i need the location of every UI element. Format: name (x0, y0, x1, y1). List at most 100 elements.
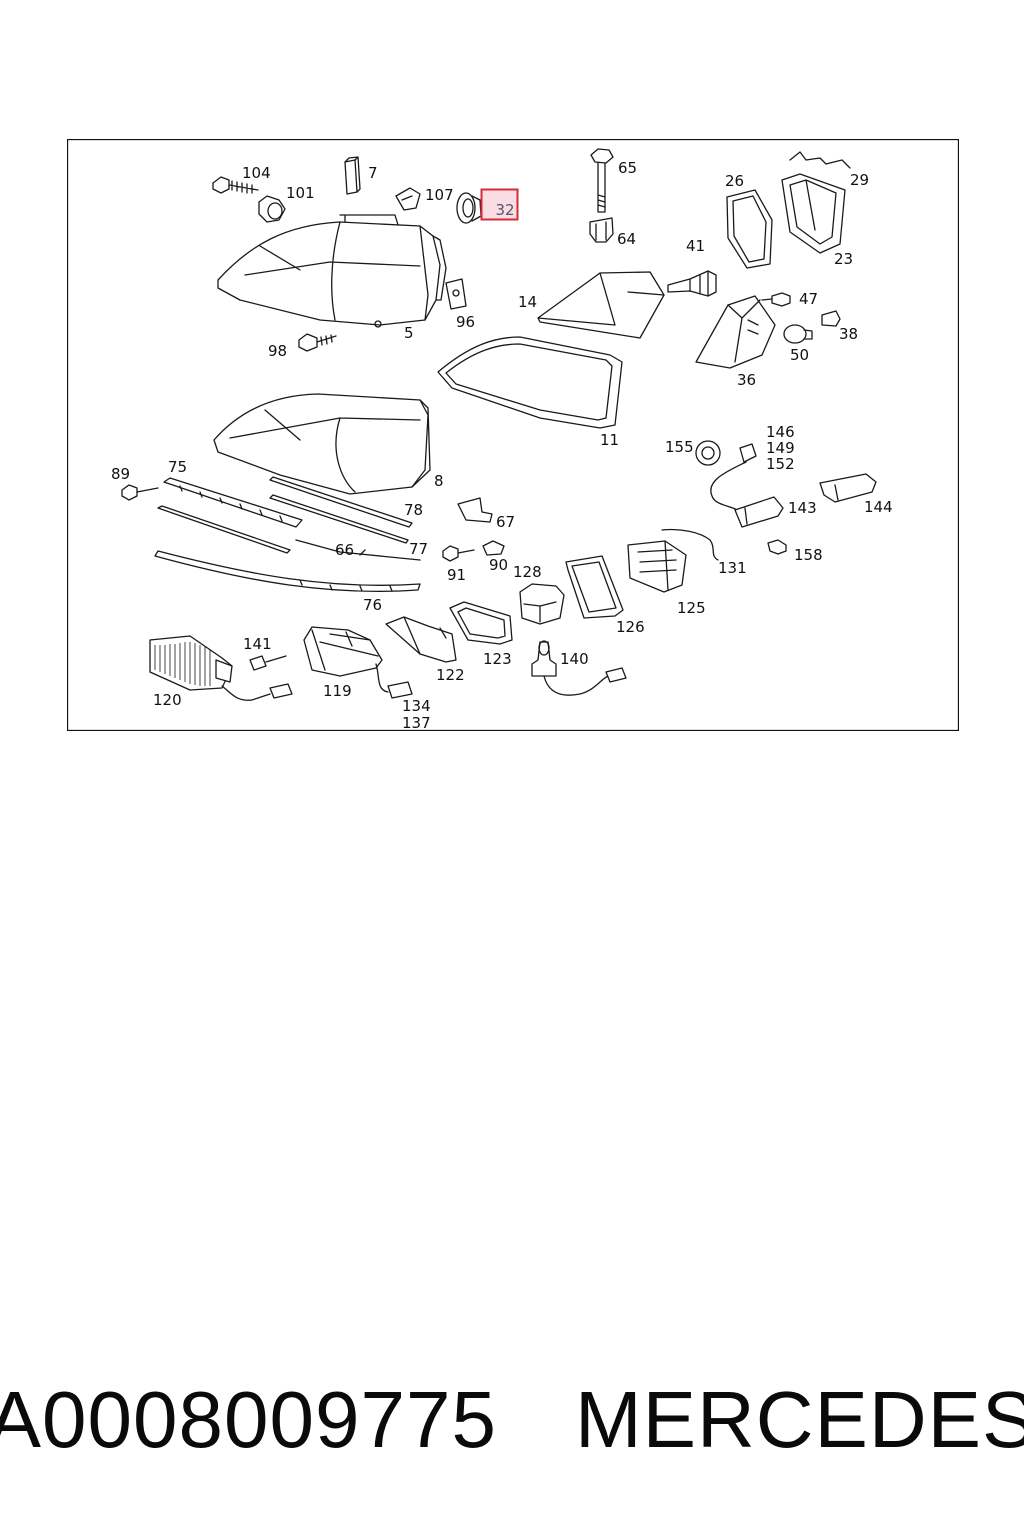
callout-78: 78 (404, 501, 423, 519)
callout-144: 144 (864, 498, 893, 516)
callout-32-highlighted: 32 (495, 201, 514, 219)
part-131-wire (661, 528, 719, 561)
part-76-strip (154, 550, 421, 593)
part-146-socket (710, 443, 757, 516)
part-77-strip (295, 539, 421, 561)
callout-158: 158 (794, 546, 823, 564)
callout-7: 7 (368, 164, 378, 182)
part-5-headlamp (217, 214, 447, 328)
part-66-strip (157, 505, 291, 554)
callout-23: 23 (834, 250, 853, 268)
part-122-lamp (385, 616, 457, 663)
part-140-bulb (531, 640, 627, 696)
part-14-reflector (537, 271, 665, 339)
callout-155: 155 (665, 438, 694, 456)
part-144-side-marker (819, 473, 877, 503)
callout-134: 134 (402, 697, 431, 715)
callout-66: 66 (335, 541, 354, 559)
part-90-cap (482, 540, 505, 556)
callout-125: 125 (677, 599, 706, 617)
callout-140: 140 (560, 650, 589, 668)
part-89-screw (121, 484, 159, 501)
callout-146: 146 (766, 423, 795, 441)
callout-29: 29 (850, 171, 869, 189)
part-23-lens (781, 173, 846, 254)
part-104-screw (212, 176, 259, 194)
part-8-lens (213, 393, 431, 495)
part-64-clip (589, 217, 614, 243)
part-158-bulb (767, 539, 787, 555)
callout-11: 11 (600, 431, 619, 449)
callout-131: 131 (718, 559, 747, 577)
part-50-bulb (783, 324, 813, 344)
callout-36: 36 (737, 371, 756, 389)
callout-41: 41 (686, 237, 705, 255)
part-141-bulb (249, 655, 287, 671)
part-65-bolt (590, 148, 614, 213)
callout-122: 122 (436, 666, 465, 684)
callout-123: 123 (483, 650, 512, 668)
part-143-side-marker (734, 496, 784, 528)
part-119-fog-lamp (303, 626, 413, 699)
part-41-bulb (667, 270, 717, 297)
part-101-nut (258, 195, 286, 223)
callout-5: 5 (404, 324, 414, 342)
brand-name: MERCEDES (574, 1375, 1024, 1464)
part-91-screw (442, 545, 475, 562)
part-125-housing (627, 540, 687, 593)
part-67-bracket (457, 497, 493, 523)
callout-119: 119 (323, 682, 352, 700)
callout-labels: 104 101 7 107 65 26 29 64 41 23 14 96 47… (111, 159, 893, 731)
callout-67: 67 (496, 513, 515, 531)
callout-8: 8 (434, 472, 444, 490)
part-107-clip (395, 187, 421, 211)
callout-141: 141 (243, 635, 272, 653)
highlight-part-32[interactable]: 32 (480, 188, 519, 221)
callout-120: 120 (153, 691, 182, 709)
part-36-corner-lamp (695, 295, 776, 369)
callout-76: 76 (363, 596, 382, 614)
part-123-gasket (449, 601, 513, 645)
part-26-gasket (726, 189, 773, 269)
callout-143: 143 (788, 499, 817, 517)
part-75-strip (163, 477, 303, 528)
part-32-cap (456, 192, 482, 224)
part-47-bulb (761, 292, 791, 307)
callout-91: 91 (447, 566, 466, 584)
part-7-pin (344, 156, 361, 195)
part-11-seal (437, 336, 623, 429)
callout-47: 47 (799, 290, 818, 308)
callout-128: 128 (513, 563, 542, 581)
part-38-bulb (821, 310, 841, 327)
callout-126: 126 (616, 618, 645, 636)
callout-149: 149 (766, 439, 795, 457)
part-155-grommet (695, 440, 721, 466)
callout-50: 50 (790, 346, 809, 364)
callout-75: 75 (168, 458, 187, 476)
part-number: A0008009775 (0, 1375, 497, 1464)
parts-diagram-svg: 32 104 101 7 107 65 26 29 64 41 23 14 96… (67, 139, 959, 731)
callout-101: 101 (286, 184, 315, 202)
callout-89: 89 (111, 465, 130, 483)
callout-77: 77 (409, 540, 428, 558)
part-98-screw (298, 333, 337, 352)
callout-107: 107 (425, 186, 454, 204)
callout-90: 90 (489, 556, 508, 574)
part-126-frame (565, 555, 624, 619)
diagram-frame (67, 139, 959, 731)
callout-152: 152 (766, 455, 795, 473)
callout-98: 98 (268, 342, 287, 360)
callout-14: 14 (518, 293, 537, 311)
part-120-fog-lamp (149, 635, 293, 701)
callout-38: 38 (839, 325, 858, 343)
callout-64: 64 (617, 230, 636, 248)
callout-96: 96 (456, 313, 475, 331)
callout-26: 26 (725, 172, 744, 190)
parts-diagram: 32 104 101 7 107 65 26 29 64 41 23 14 96… (67, 139, 959, 731)
part-128-housing (519, 583, 565, 625)
callout-104: 104 (242, 164, 271, 182)
part-29-bracket (789, 151, 851, 169)
product-footer: A0008009775 MERCEDES (0, 1370, 1024, 1470)
part-96-bracket (445, 278, 467, 310)
callout-65: 65 (618, 159, 637, 177)
